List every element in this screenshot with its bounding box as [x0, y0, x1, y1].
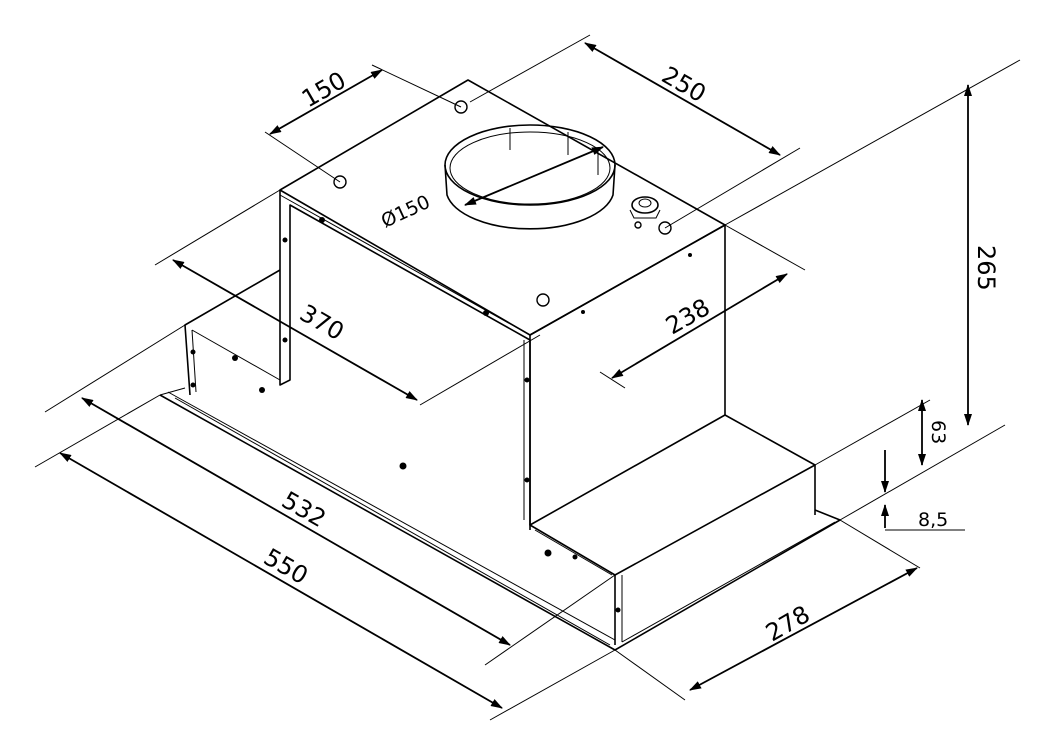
dimension-lines: [34, 34, 1021, 721]
dim-278-line: [689, 567, 918, 691]
label-150: 150: [297, 66, 351, 113]
label-265: 265: [972, 245, 1000, 291]
label-370: 370: [295, 299, 349, 346]
label-duct: Ø150: [378, 191, 434, 233]
dim-150-line: [269, 69, 383, 135]
dim-550-line: [59, 452, 503, 709]
dim-532-line: [81, 397, 511, 646]
valve-icon: [629, 196, 661, 219]
dim-370-line: [172, 259, 418, 401]
dim-duct-line: [464, 146, 604, 206]
dim-238-line: [611, 273, 788, 379]
label-250: 250: [657, 61, 711, 108]
label-278: 278: [761, 600, 815, 647]
dim-250-line: [584, 42, 781, 156]
lower-front-box: [529, 414, 816, 576]
dimension-labels: 150 250 265 Ø150 370 238 63 8,5 532 550 …: [259, 61, 1000, 647]
label-63: 63: [927, 420, 949, 444]
label-8-5: 8,5: [918, 509, 948, 531]
base-plate: [159, 394, 841, 651]
base-left: [184, 269, 281, 396]
